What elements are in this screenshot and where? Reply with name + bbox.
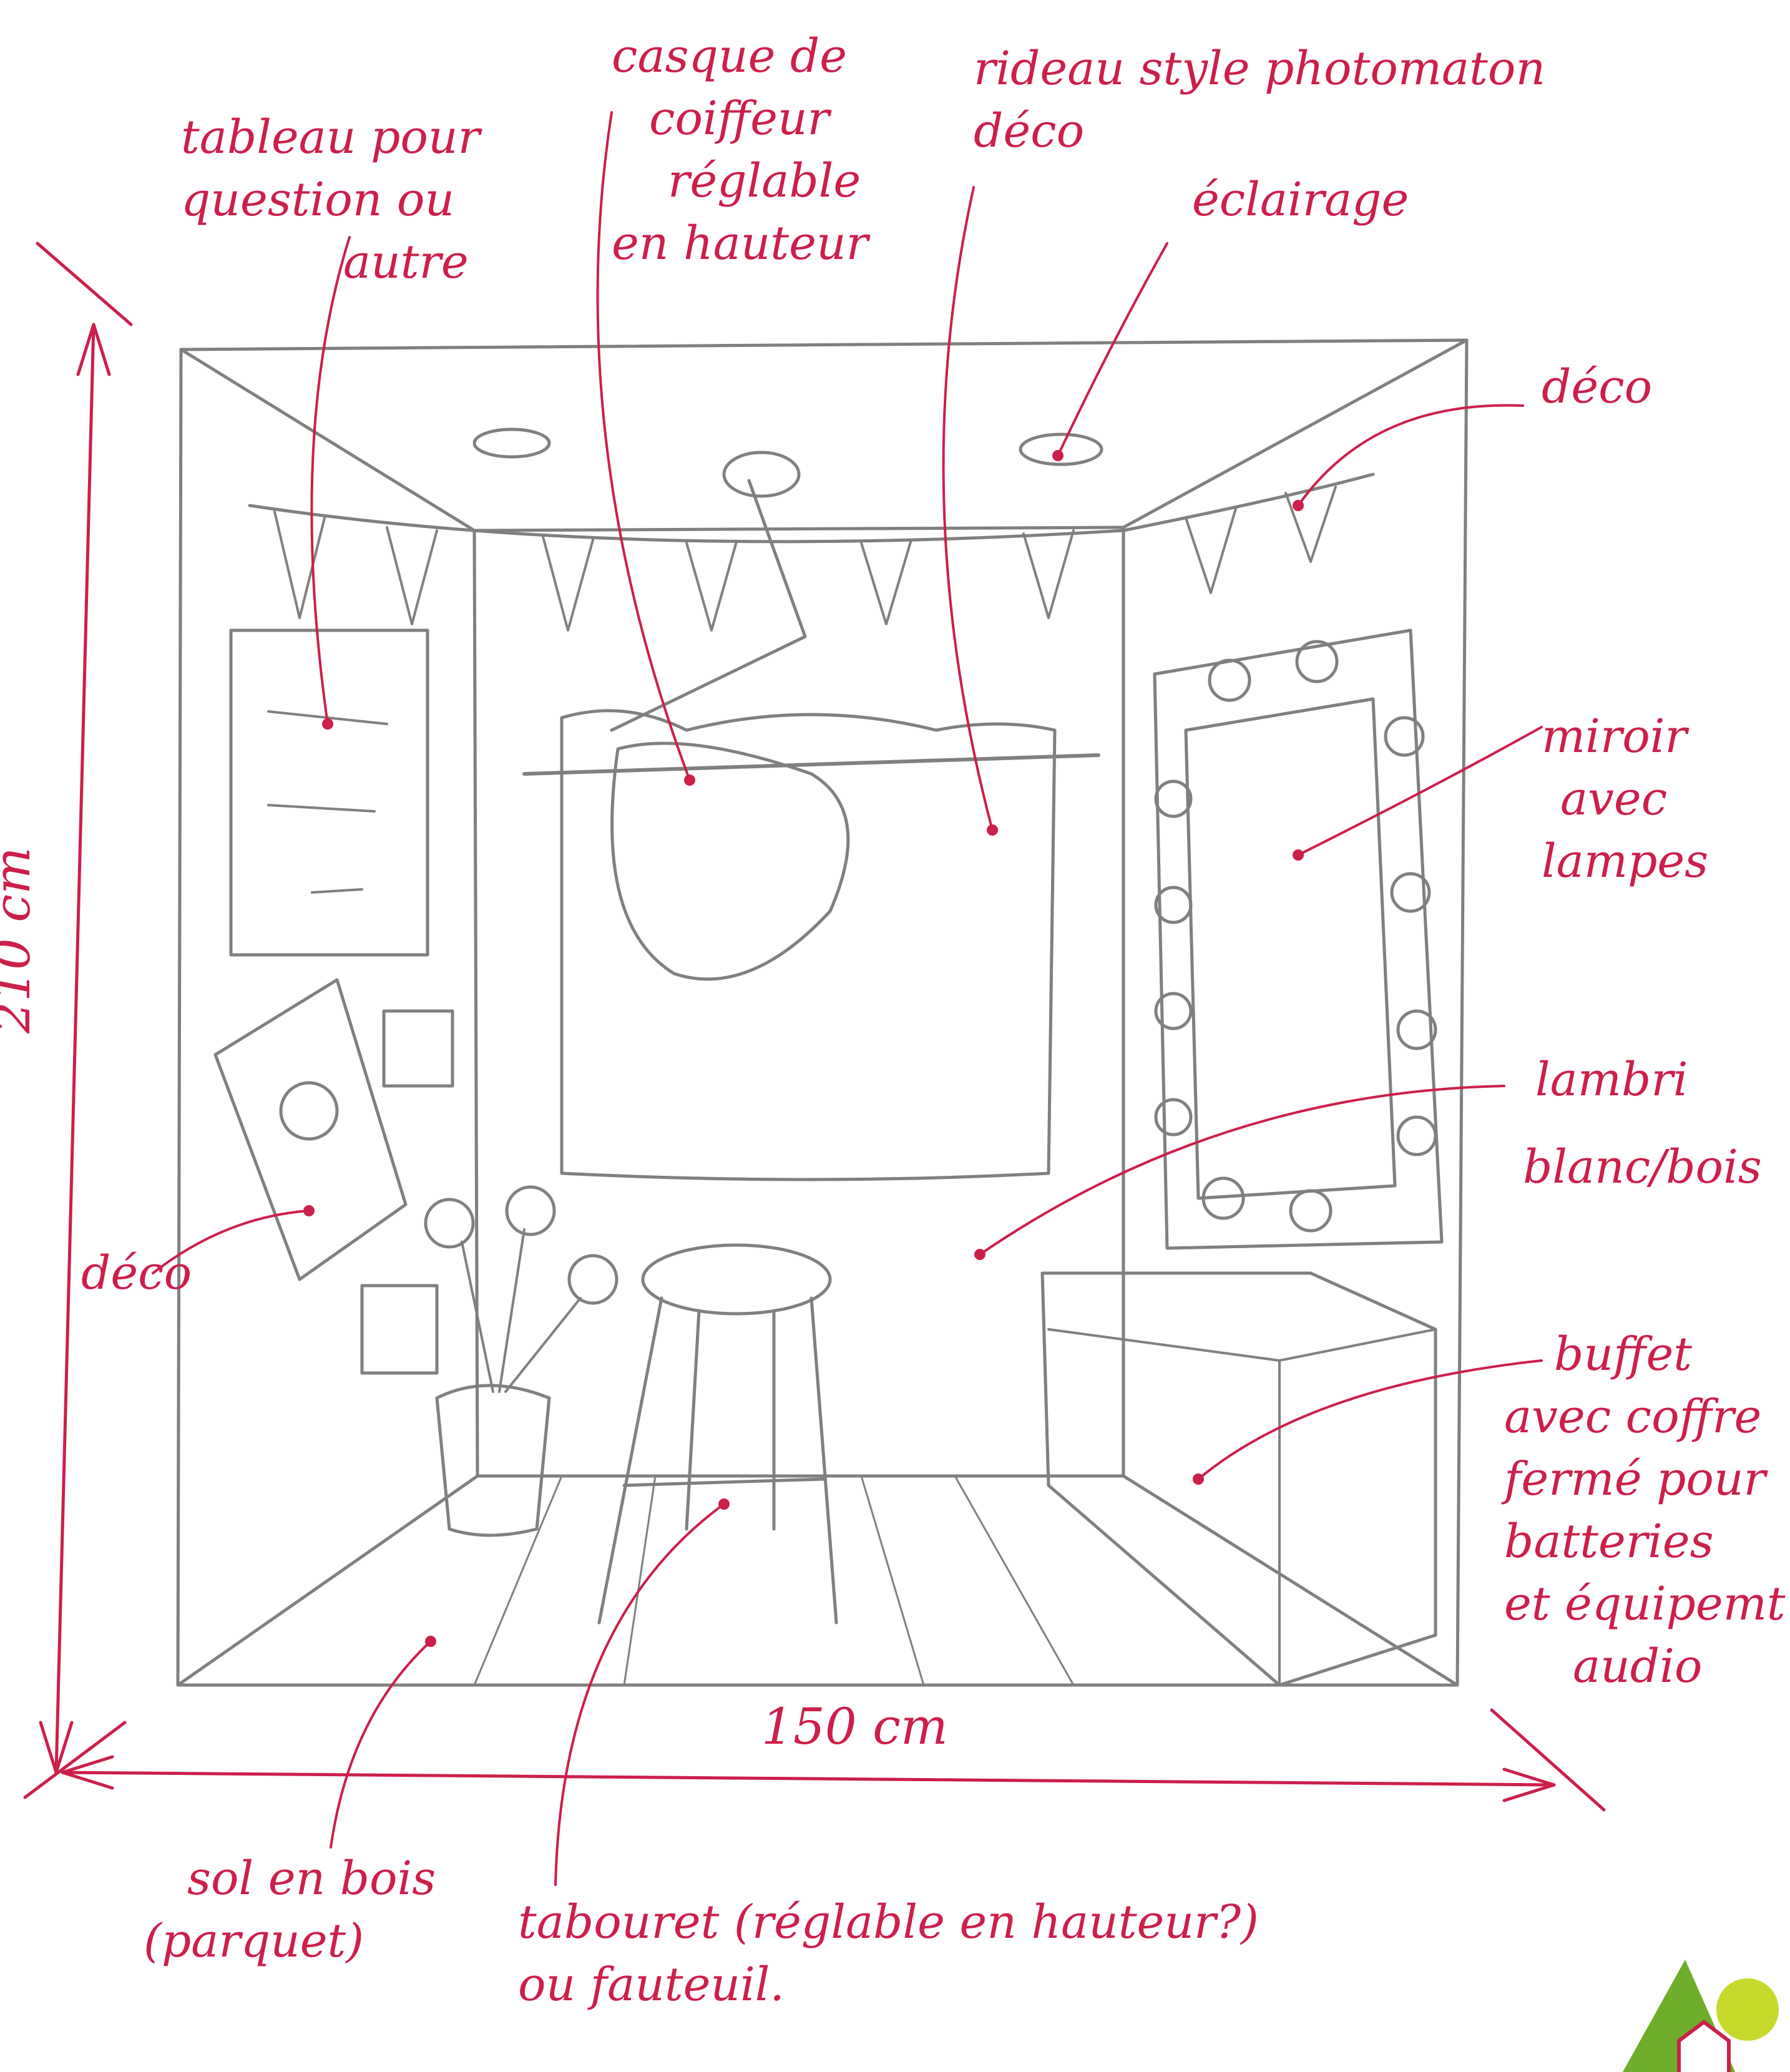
label-eclairage: éclairage bbox=[1192, 169, 1409, 231]
stool-legs bbox=[599, 1298, 836, 1623]
width-dimension: 150 cm bbox=[761, 1698, 948, 1756]
label-line: déco bbox=[974, 100, 1545, 162]
width-arrow bbox=[62, 1772, 1554, 1785]
plant-pot bbox=[437, 1385, 549, 1535]
label-line: question ou bbox=[181, 169, 480, 231]
label-casque: casque de coiffeur réglable en hauteur bbox=[612, 25, 868, 275]
label-line: buffet bbox=[1504, 1323, 1786, 1385]
ceiling-light-left bbox=[474, 429, 549, 457]
label-line: casque de bbox=[612, 25, 868, 87]
label-tableau: tableau pour question ou autre bbox=[181, 106, 480, 293]
cat-picture bbox=[362, 1286, 437, 1373]
label-line: blanc/bois bbox=[1523, 1136, 1762, 1198]
label-lambri: lambri blanc/bois bbox=[1523, 1048, 1762, 1198]
hair-dryer-hood bbox=[612, 743, 848, 979]
label-line: tabouret (réglable en hauteur?) bbox=[518, 1891, 1259, 1953]
label-line: rideau style photomaton bbox=[974, 37, 1545, 100]
label-line: coiffeur bbox=[612, 87, 868, 150]
label-deco-left: déco bbox=[81, 1242, 192, 1304]
label-line: lampes bbox=[1542, 830, 1708, 892]
stool-seat bbox=[643, 1245, 830, 1314]
floor-left-edge bbox=[178, 1476, 477, 1685]
label-line: (parquet) bbox=[144, 1910, 436, 1972]
label-sol: sol en bois (parquet) bbox=[144, 1847, 436, 1972]
ceiling-left-edge bbox=[181, 349, 474, 530]
floor-right-edge bbox=[1123, 1476, 1457, 1685]
buffet bbox=[1042, 1273, 1435, 1685]
label-line: tableau pour bbox=[181, 106, 480, 169]
label-line: miroir bbox=[1542, 705, 1708, 768]
height-arrow bbox=[56, 325, 94, 1772]
bunting-flags bbox=[275, 487, 1336, 630]
green-house-logo bbox=[1623, 1960, 1779, 2072]
label-tabouret: tabouret (réglable en hauteur?) ou faute… bbox=[518, 1891, 1259, 2016]
label-buffet: buffet avec coffre fermé pour batteries … bbox=[1504, 1323, 1786, 1698]
question-board bbox=[231, 630, 428, 955]
smiley-poster bbox=[215, 980, 406, 1279]
label-line: sol en bois bbox=[144, 1847, 436, 1910]
label-line: réglable bbox=[612, 150, 868, 212]
label-line: ou fauteuil. bbox=[518, 1953, 1259, 2016]
label-deco-top: déco bbox=[1542, 356, 1652, 418]
height-dimension: 210 cm bbox=[0, 847, 41, 1034]
label-line: autre bbox=[181, 231, 480, 293]
label-miroir: miroir avec lampes bbox=[1542, 705, 1708, 892]
label-line: et équipemt bbox=[1504, 1573, 1786, 1635]
label-line: fermé pour bbox=[1504, 1448, 1786, 1510]
label-line: avec coffre bbox=[1504, 1385, 1786, 1448]
label-line: déco bbox=[81, 1242, 192, 1304]
label-line: en hauteur bbox=[612, 212, 868, 275]
flower-picture bbox=[384, 1011, 452, 1086]
label-line: batteries bbox=[1504, 1510, 1786, 1573]
back-wall bbox=[474, 527, 1123, 1476]
ceiling-right-edge bbox=[1123, 340, 1467, 527]
label-rideau: rideau style photomaton déco bbox=[974, 37, 1545, 162]
label-line: audio bbox=[1504, 1635, 1786, 1698]
label-line: lambri bbox=[1523, 1048, 1762, 1111]
label-line: déco bbox=[1542, 356, 1652, 418]
label-line: avec bbox=[1542, 768, 1708, 830]
hair-dryer-arm bbox=[612, 481, 805, 730]
label-line: éclairage bbox=[1192, 169, 1409, 231]
